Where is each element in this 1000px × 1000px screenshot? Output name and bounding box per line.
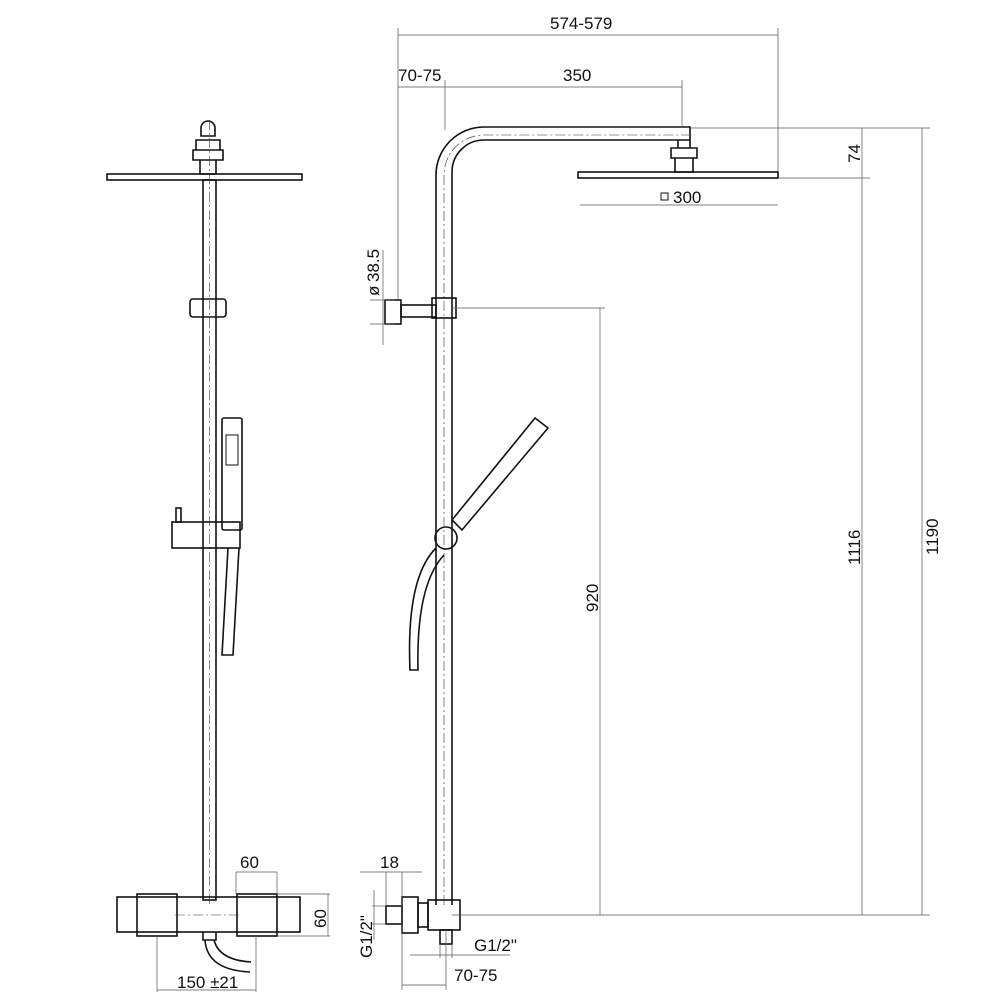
front-mixer-cap-right — [236, 893, 278, 937]
dim-inlet-thread: G1/2" — [357, 915, 376, 958]
front-mixer-cap-left — [136, 893, 178, 937]
dim-head-height: 74 — [845, 144, 864, 163]
dim-total-height: 1190 — [923, 518, 942, 555]
dim-wall-offset-top: 70-75 — [398, 66, 441, 85]
side-rain-head — [577, 171, 779, 179]
dim-outlet-thread: G1/2" — [474, 936, 517, 955]
side-nut — [417, 902, 429, 928]
front-hand-shower-holder — [171, 521, 241, 549]
front-head-connector — [192, 120, 224, 175]
side-wall-bracket-plate — [384, 299, 402, 325]
front-rain-head — [106, 173, 303, 181]
side-riser-and-arm — [435, 126, 691, 905]
front-mixer-outlet-hose — [202, 932, 252, 973]
front-hand-shower-nozzles — [225, 434, 239, 466]
dimension-lines — [156, 28, 930, 992]
side-head-connector — [670, 140, 698, 173]
dimension-labels: 574-579 70-75 350 74 300 ø 38.5 920 1116… — [177, 14, 942, 992]
dim-wall-offset-bottom: 70-75 — [454, 966, 497, 985]
front-hand-shower — [221, 417, 243, 531]
front-holder-knob — [175, 507, 182, 523]
side-flange — [401, 896, 419, 934]
front-slider — [189, 298, 227, 318]
side-view — [384, 126, 779, 945]
dim-bracket-diameter: 38.5 — [364, 249, 383, 282]
diameter-symbol-icon: ø — [364, 286, 383, 296]
side-holder-knob — [434, 526, 458, 550]
dim-mixer-height: 60 — [311, 909, 330, 928]
side-hose — [408, 547, 445, 671]
side-hand-shower — [450, 416, 550, 532]
dim-head-size: 300 — [673, 188, 701, 207]
dim-head-bottom-height: 1116 — [845, 530, 864, 565]
dim-overall-projection: 574-579 — [550, 14, 612, 33]
side-wall-bracket-arm — [400, 304, 437, 318]
side-eccentric — [385, 905, 403, 925]
dim-eccentric-depth: 18 — [380, 853, 399, 872]
dim-bracket-height: 920 — [583, 584, 602, 612]
front-view — [106, 120, 303, 973]
dim-inlet-spacing: 150 ±21 — [177, 973, 238, 992]
front-hose — [221, 547, 240, 656]
dim-arm-length: 350 — [563, 66, 591, 85]
front-mixer-body — [116, 896, 301, 933]
dim-mixer-cap-width: 60 — [240, 853, 259, 872]
square-symbol-icon — [660, 192, 669, 201]
